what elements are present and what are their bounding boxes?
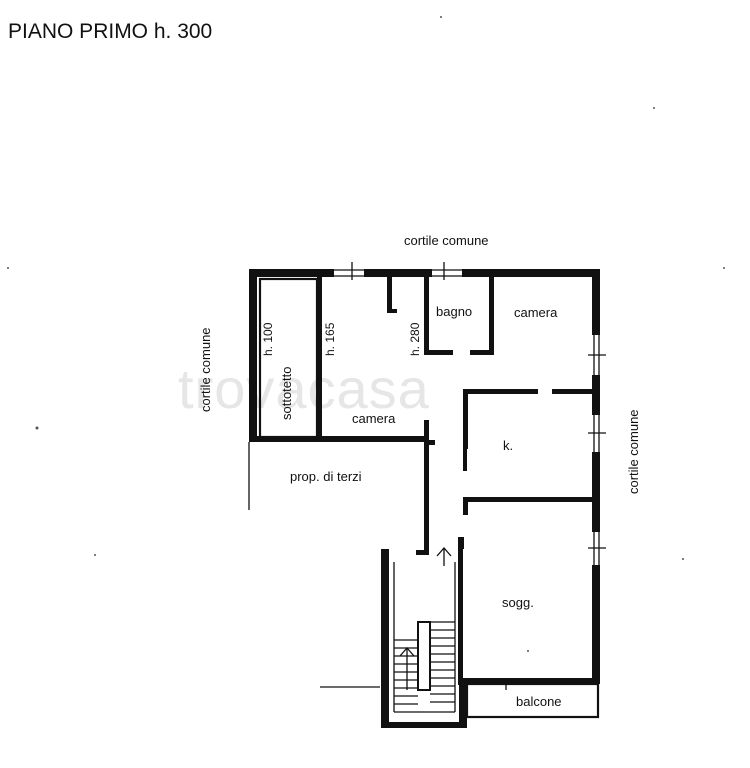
- room-sottotetto: sottotetto: [279, 367, 294, 420]
- room-bagno: bagno: [436, 304, 472, 319]
- label-prop-terzi: prop. di terzi: [290, 469, 362, 484]
- balcony: [465, 680, 600, 719]
- floor-title: PIANO PRIMO h. 300: [8, 20, 213, 43]
- height-h280: h. 280: [408, 322, 422, 356]
- stairwell: [381, 549, 467, 728]
- room-camera-right: camera: [514, 305, 558, 320]
- watermark: trovacasa: [178, 357, 430, 420]
- room-soggiorno: sogg.: [502, 595, 534, 610]
- height-h100: h. 100: [261, 322, 275, 356]
- label-cortile-left: cortile comune: [198, 327, 213, 412]
- room-camera-main: camera: [352, 411, 396, 426]
- label-cortile-right: cortile comune: [626, 409, 641, 494]
- up-arrow-icon: [436, 547, 452, 566]
- outer-walls: [249, 269, 600, 683]
- interior-walls: [258, 277, 600, 685]
- scan-dots: [7, 16, 725, 652]
- right-windows: [588, 335, 606, 565]
- label-balcone: balcone: [516, 694, 562, 709]
- top-windows: [334, 262, 462, 280]
- property-boundary: [248, 442, 380, 688]
- room-kitchen: k.: [503, 438, 513, 453]
- label-cortile-top: cortile comune: [404, 233, 489, 248]
- height-h165: h. 165: [323, 322, 337, 356]
